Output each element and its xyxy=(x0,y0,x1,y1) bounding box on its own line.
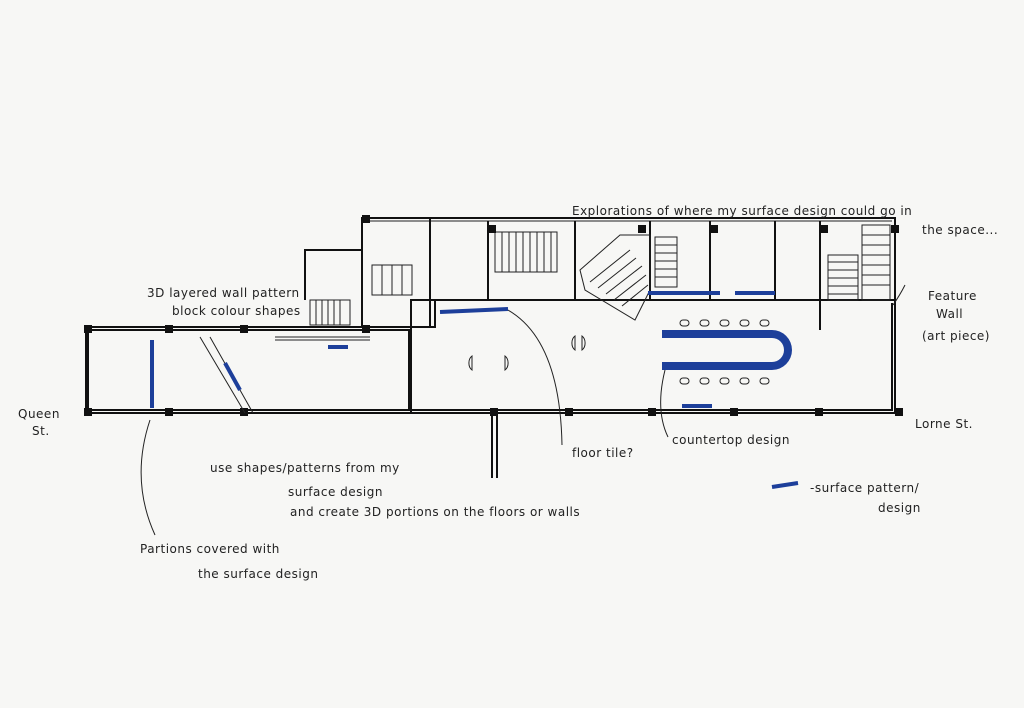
staircase xyxy=(309,224,891,326)
seating xyxy=(679,319,770,385)
leader-lines xyxy=(140,284,906,536)
columns xyxy=(84,215,903,416)
legend-label: -surface pattern/design xyxy=(810,481,921,515)
floor-plan-walls xyxy=(84,215,903,478)
countertop-note: countertop design xyxy=(672,433,790,447)
lorne-street-label: Lorne St. xyxy=(915,417,973,431)
surface-design-marks xyxy=(150,291,799,489)
title-note: Explorations of where my surface design … xyxy=(572,204,998,237)
floor-tile-note: floor tile? xyxy=(572,446,634,460)
